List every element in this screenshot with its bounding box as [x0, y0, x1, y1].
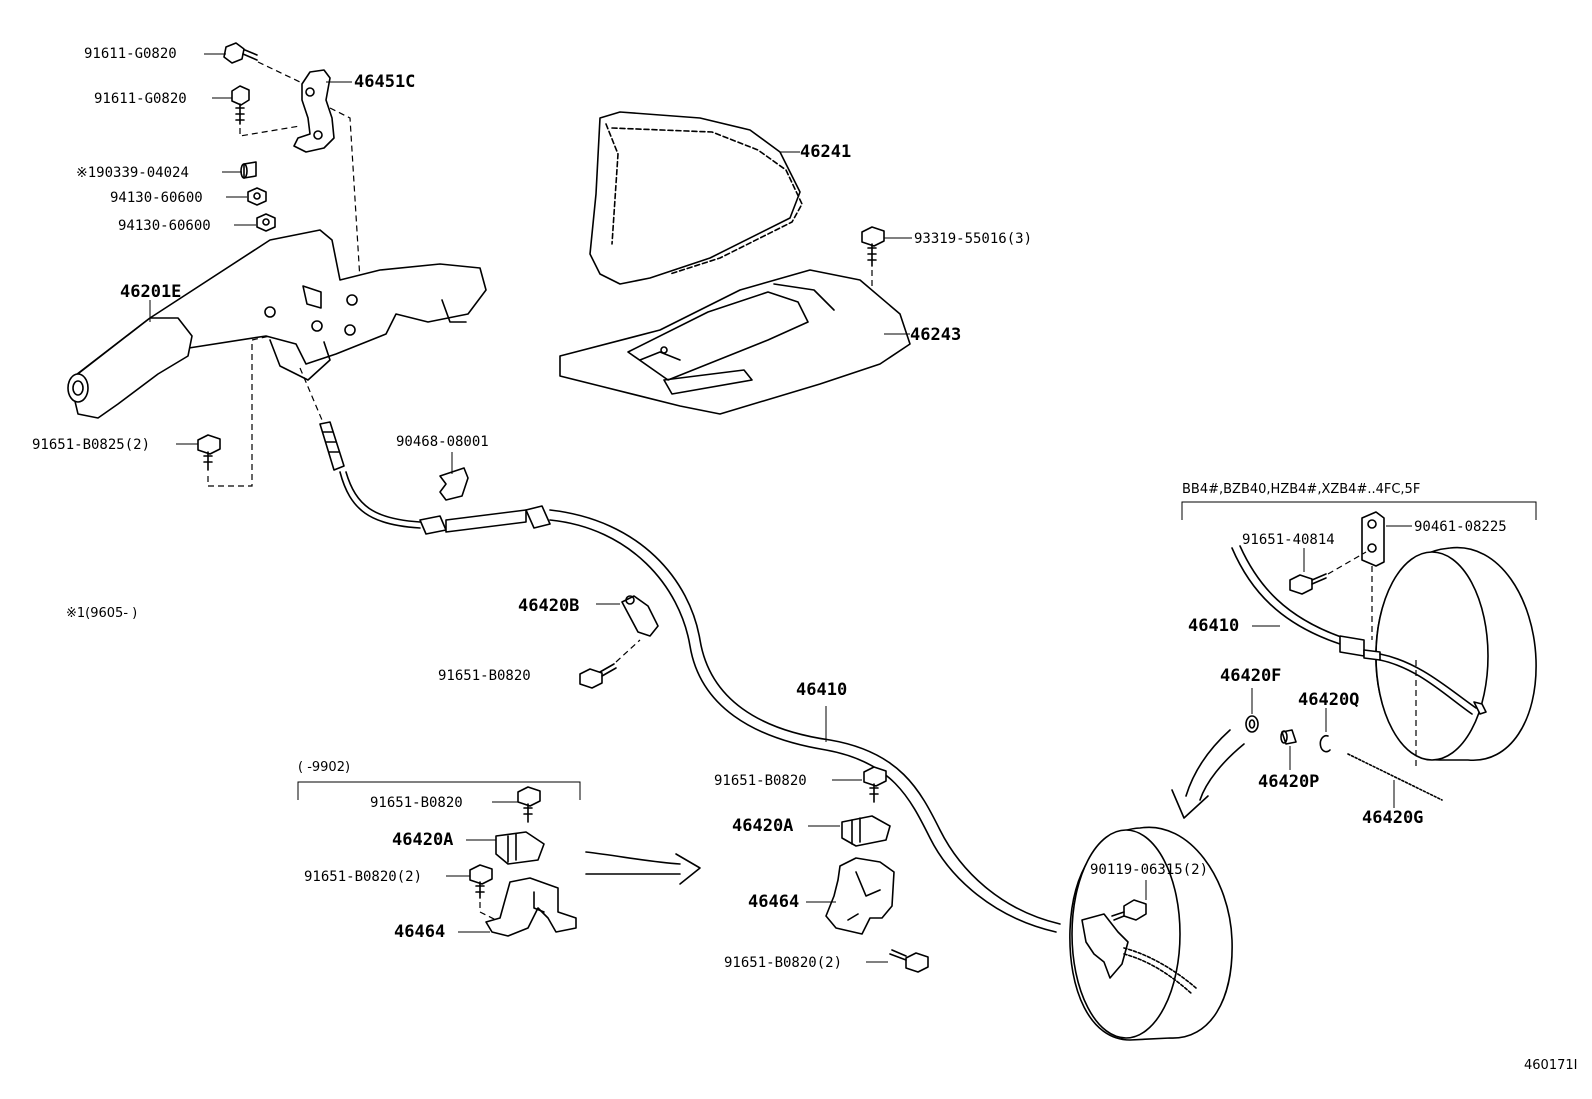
bolt-91651-b0820-b — [517, 786, 541, 823]
clamp-46420a-right — [841, 815, 891, 847]
label-93319-55016: 93319-55016(3) — [914, 231, 1033, 247]
label-46464-right: 46464 — [748, 892, 800, 912]
label-46201e: 46201E — [120, 282, 182, 302]
label-46420p: 46420P — [1258, 772, 1320, 792]
bolt-91611-top — [223, 42, 258, 64]
label-91651-b0820-b: 91651-B0820 — [370, 795, 463, 811]
label-190339-04024: ※190339-04024 — [76, 165, 189, 181]
rear-brake-drum-main — [1069, 826, 1233, 1041]
clamp-46420b — [621, 595, 659, 637]
nut-94130-a — [247, 187, 267, 206]
bracket-right-title: BB4#,BZB40,HZB4#,XZB4#..4FC,5F — [1182, 482, 1421, 497]
bracket-90461 — [1361, 511, 1385, 567]
nut-94130-b — [256, 213, 276, 232]
label-91651-b0820-c: 91651-B0820 — [714, 773, 807, 789]
label-91651-b0820-2-right: 91651-B0820(2) — [724, 955, 843, 971]
label-46420g: 46420G — [1362, 808, 1424, 828]
note-1: ※1(9605- ) — [66, 606, 138, 621]
arrow-right — [585, 851, 701, 885]
label-94130-60600-a: 94130-60600 — [110, 190, 203, 206]
console-boot-46241 — [589, 111, 803, 285]
label-91651-b0825: 91651-B0825(2) — [32, 437, 151, 453]
spring-46420g — [1347, 753, 1443, 801]
label-46464-left: 46464 — [394, 922, 446, 942]
arrow-down-left — [1171, 729, 1245, 819]
label-46420b: 46420B — [518, 596, 580, 616]
label-46420a-left: 46420A — [392, 830, 454, 850]
label-46410-right: 46410 — [1188, 616, 1240, 636]
label-46243: 46243 — [910, 325, 962, 345]
label-90119-06315: 90119-06315(2) — [1090, 862, 1209, 878]
cable-end-upper — [319, 421, 345, 471]
bracket-46464-left — [485, 877, 577, 937]
label-46410-main: 46410 — [796, 680, 848, 700]
parking-brake-cable-46410 — [339, 471, 1061, 933]
label-46241: 46241 — [800, 142, 852, 162]
cable-46410-right — [1231, 545, 1487, 715]
label-91651-b0820-a: 91651-B0820 — [438, 668, 531, 684]
bolt-91651-b0825 — [197, 434, 221, 471]
label-90468-08001: 90468-08001 — [396, 434, 489, 450]
label-91651-40814: 91651-40814 — [1242, 532, 1335, 548]
bolt-91651-b0820-right-2 — [889, 949, 929, 973]
bracket-46451c — [293, 69, 335, 153]
bolt-91651-40814 — [1289, 573, 1327, 595]
bracket-46464-right — [825, 857, 895, 935]
console-cover-46243 — [559, 269, 911, 415]
parking-brake-lever-46201e — [67, 229, 487, 419]
bolt-91651-b0820-c — [863, 766, 887, 803]
label-91651-b0820-2-left: 91651-B0820(2) — [304, 869, 423, 885]
clip-46420q — [1319, 734, 1331, 753]
bracket-right — [1181, 501, 1537, 520]
label-46420f: 46420F — [1220, 666, 1282, 686]
screw-93319 — [861, 226, 885, 267]
collar-190339 — [240, 161, 257, 179]
label-46420a-right: 46420A — [732, 816, 794, 836]
clamp-46420a-left — [495, 831, 545, 865]
rear-brake-drum-right — [1375, 546, 1537, 761]
bolt-91651-b0820-a — [579, 663, 617, 689]
collar-46420f — [1245, 715, 1259, 733]
label-46420q: 46420Q — [1298, 690, 1360, 710]
clip-90468 — [439, 467, 469, 501]
diagram-id: 460171I — [1524, 1058, 1578, 1073]
label-94130-60600-b: 94130-60600 — [118, 218, 211, 234]
label-91611-g0820-second: 91611-G0820 — [94, 91, 187, 107]
label-90461-08225: 90461-08225 — [1414, 519, 1507, 535]
collar-46420p — [1280, 729, 1297, 745]
label-91611-g0820-top: 91611-G0820 — [84, 46, 177, 62]
bracket-left — [297, 781, 581, 800]
bolt-91611-second — [231, 85, 250, 125]
bracket-left-title: ( -9902) — [298, 760, 351, 775]
label-46451c: 46451C — [354, 72, 416, 92]
bolt-91651-b0820-left-2 — [469, 864, 493, 899]
